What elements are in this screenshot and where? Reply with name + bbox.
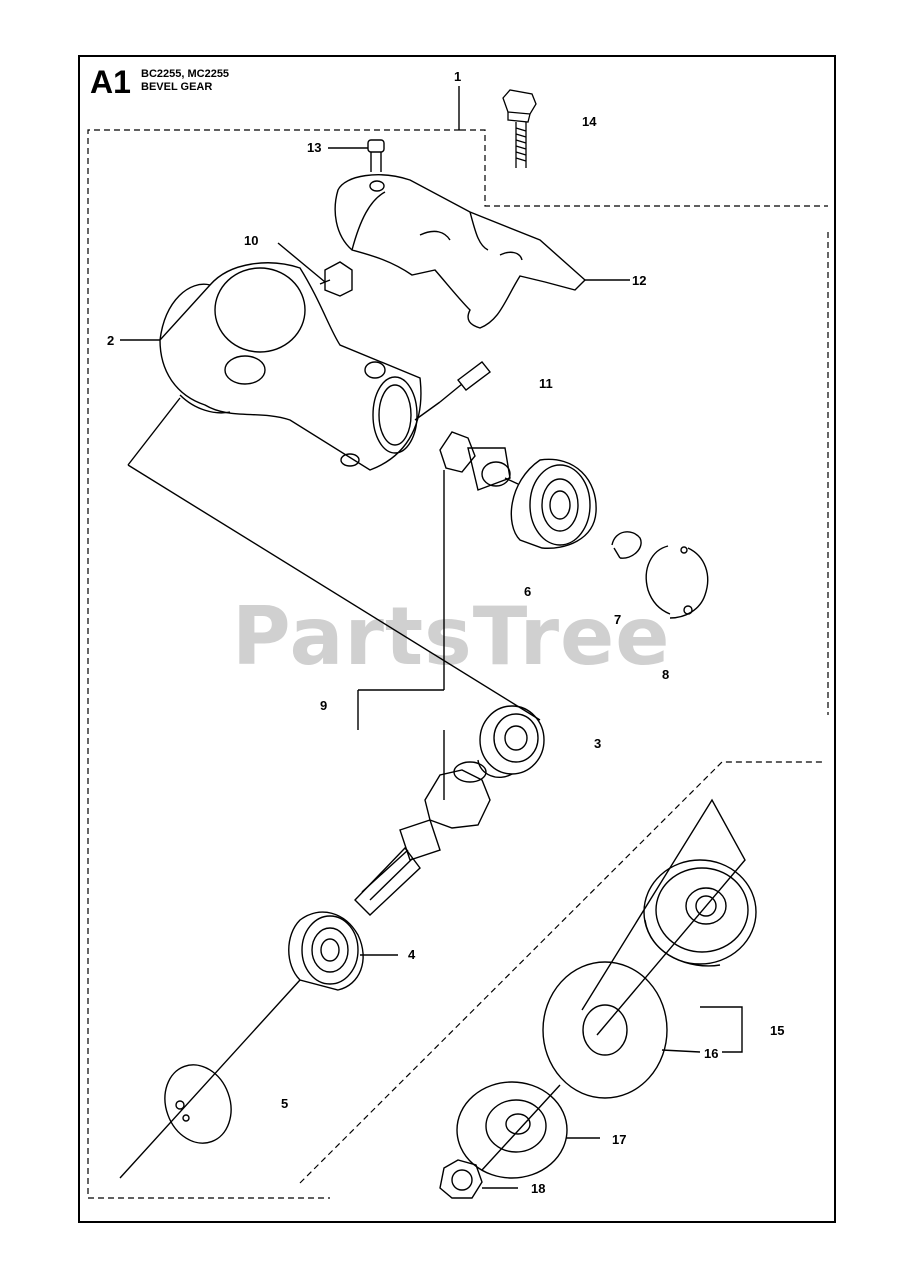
callout-2: 2 — [107, 333, 115, 348]
part-6-bearing — [504, 458, 597, 549]
callout-18: 18 — [531, 1181, 546, 1196]
leader-2-to-3 — [127, 464, 541, 721]
callout-11: 11 — [539, 376, 553, 391]
part-18-nut — [439, 1159, 518, 1199]
part-13-screw — [328, 139, 385, 172]
section-code: A1 — [90, 64, 131, 100]
model-numbers: BC2255, MC2255 — [141, 68, 230, 80]
callout-8: 8 — [662, 667, 670, 682]
leader-5 — [119, 979, 301, 1179]
partstree-watermark: PartsTree — [232, 590, 671, 683]
part-11-bolt — [414, 361, 491, 421]
callout-4: 4 — [408, 947, 416, 962]
part-8-circlip — [645, 545, 709, 619]
callout-6: 6 — [524, 584, 532, 599]
diagram-header: BC2255, MC2255 BEVEL GEAR — [141, 68, 229, 94]
part-15-flange — [581, 798, 757, 1036]
part-9-pinion — [357, 431, 511, 730]
callout-17: 17 — [612, 1132, 627, 1147]
part-5-circlip — [119, 979, 301, 1179]
callout-14: 14 — [582, 114, 597, 129]
diagram-frame — [78, 55, 836, 1223]
part-4-bearing — [288, 911, 398, 991]
callout-9: 9 — [320, 698, 328, 713]
callout-1: 1 — [454, 69, 462, 84]
callout-15: 15 — [770, 1023, 785, 1038]
leader-2-bracket — [127, 397, 181, 466]
callout-7: 7 — [614, 612, 622, 627]
callout-10: 10 — [244, 233, 259, 248]
callout-3: 3 — [594, 736, 602, 751]
assembly-15-boundary — [299, 761, 822, 1184]
part-12-clamp — [334, 174, 630, 329]
bevel-gear-shaft — [354, 730, 491, 916]
callout-13: 13 — [307, 140, 322, 155]
part-16-washer — [542, 961, 743, 1099]
part-10-plug — [277, 242, 353, 297]
callout-5: 5 — [281, 1096, 289, 1111]
part-14-knob — [502, 89, 537, 168]
callout-12: 12 — [632, 273, 647, 288]
part-2-housing — [120, 262, 422, 471]
callout-16: 16 — [704, 1046, 719, 1061]
assembly-1-boundary — [87, 129, 829, 1199]
part-17-thrust-cup — [456, 1081, 600, 1179]
diagram-title: BEVEL GEAR — [141, 81, 213, 93]
part-7-ring — [611, 531, 642, 559]
